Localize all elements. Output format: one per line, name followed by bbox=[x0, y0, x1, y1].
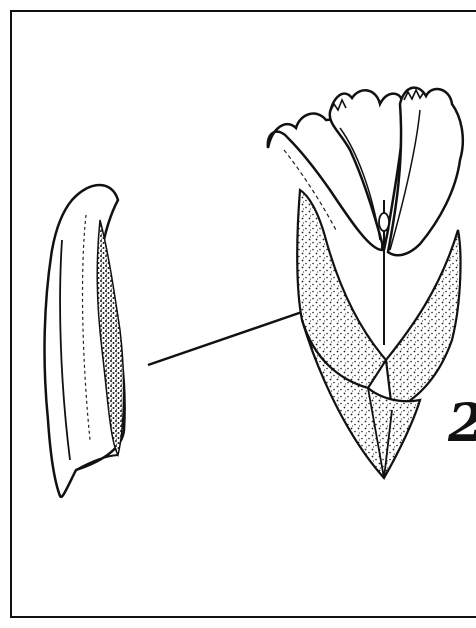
flower-with-bract bbox=[268, 88, 463, 478]
figure-number-label: 2 bbox=[448, 398, 476, 450]
bract-right-lobe bbox=[386, 230, 460, 410]
leader-line bbox=[148, 312, 302, 365]
stigma bbox=[379, 213, 389, 231]
detached-bract bbox=[45, 185, 125, 497]
